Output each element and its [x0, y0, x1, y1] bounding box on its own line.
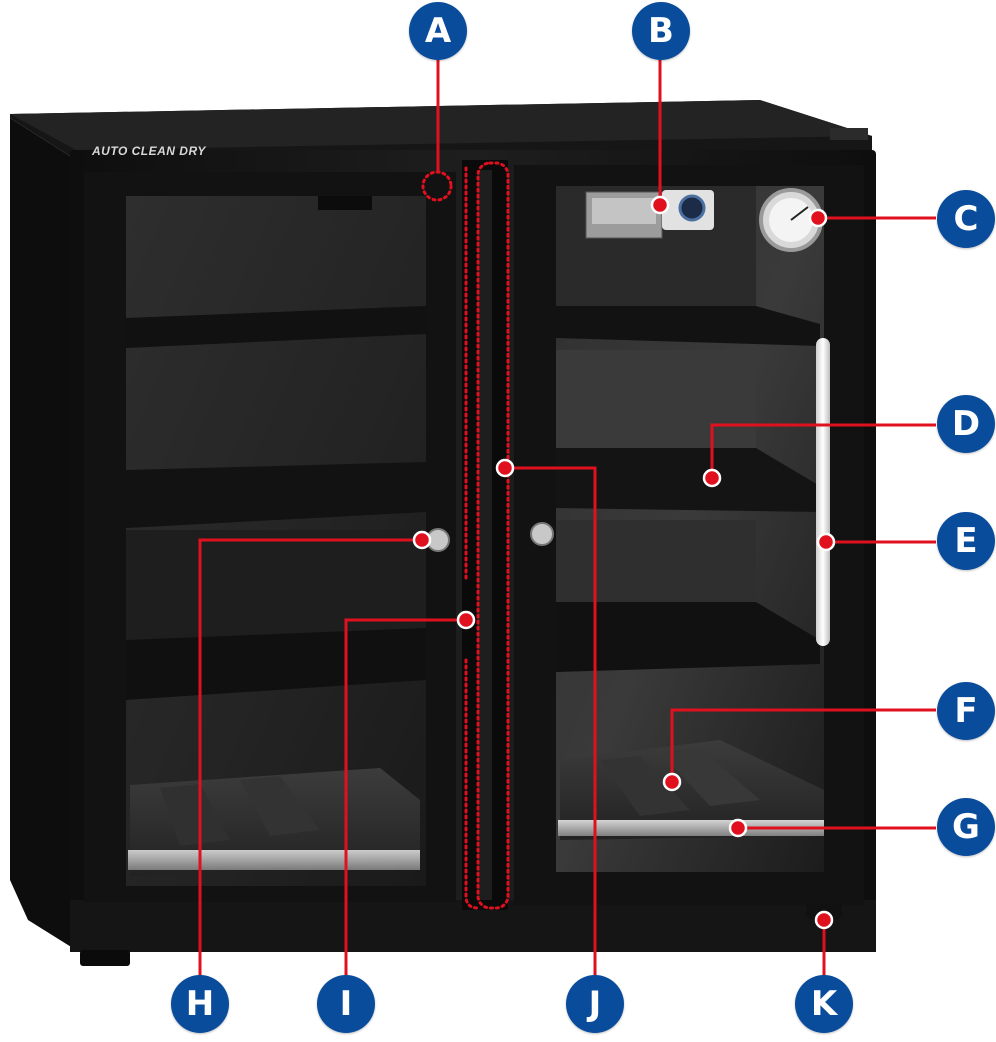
dot-i [456, 610, 476, 630]
cabinet-body [10, 118, 76, 950]
dot-f [662, 772, 682, 792]
leader-lines [198, 60, 936, 988]
dot-g [728, 818, 748, 838]
dot-j [495, 458, 515, 478]
left-foot [80, 950, 130, 966]
callout-label-c: C [937, 190, 995, 248]
dot-h [412, 530, 432, 550]
leader-j [505, 466, 597, 988]
dot-d [702, 468, 722, 488]
gasket-outline-j [476, 161, 510, 910]
right-shelves [556, 186, 824, 840]
leader-dots [412, 195, 836, 930]
callout-label-j: J [566, 975, 624, 1033]
callout-label-f: F [937, 682, 995, 740]
gasket-outline-i-lower [464, 658, 480, 910]
callout-label-i: I [317, 975, 375, 1033]
dot-c [808, 208, 828, 228]
callout-label-g: G [937, 798, 995, 856]
callout-label-k: K [795, 975, 853, 1033]
callout-label-e: E [937, 512, 995, 570]
brand-logo-text: AUTO CLEAN DRY [92, 144, 206, 158]
callout-label-h: H [171, 975, 229, 1033]
leader-f [670, 708, 936, 782]
dot-e [816, 532, 836, 552]
dot-b [650, 195, 670, 215]
dot-k [814, 910, 834, 930]
leader-d [710, 423, 936, 478]
led-strip [816, 338, 830, 646]
right-door-knob [530, 522, 554, 546]
callout-label-b: B [632, 2, 690, 60]
callout-label-a: A [409, 2, 467, 60]
control-panel [585, 190, 714, 239]
leader-h [198, 538, 422, 988]
leader-i [344, 618, 466, 988]
callout-label-d: D [937, 395, 995, 453]
hygrometer [759, 188, 823, 252]
